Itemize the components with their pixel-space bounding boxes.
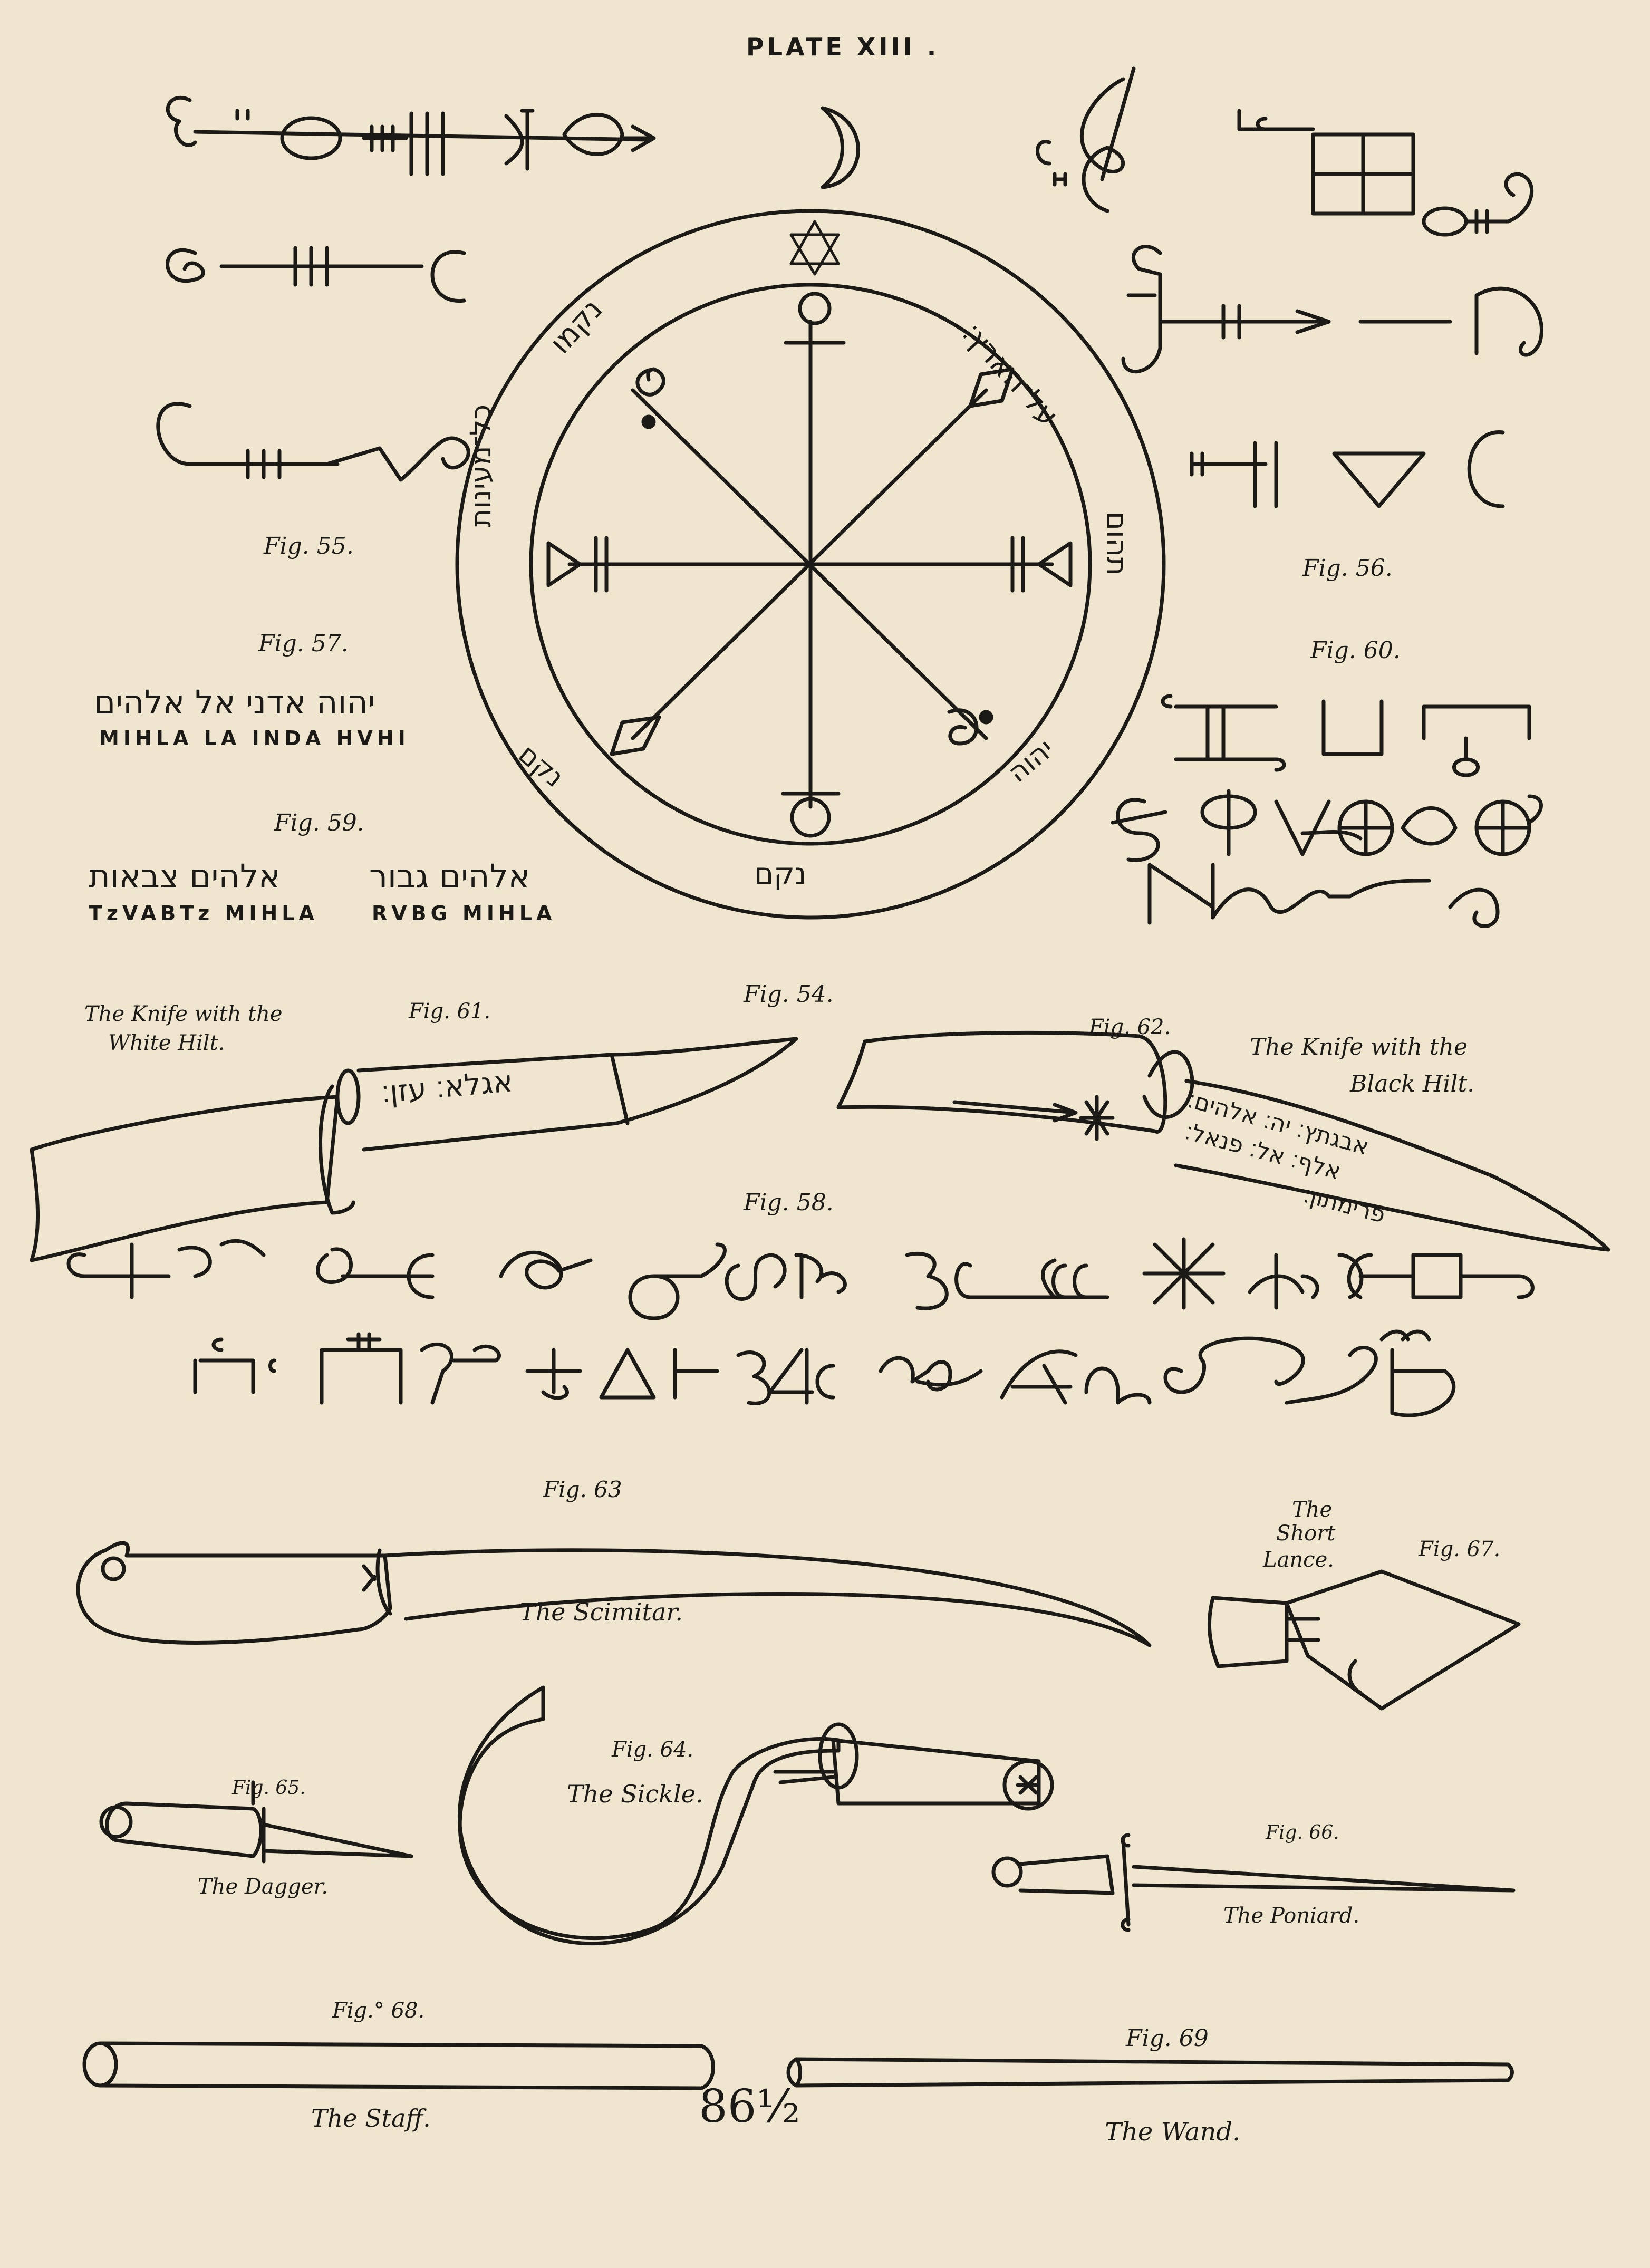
short-lance-caption-line1: The	[1292, 1498, 1333, 1522]
fig61-label: Fig. 61.	[409, 999, 491, 1024]
short-lance-caption-line2: Short	[1276, 1521, 1336, 1546]
fig58-characters	[69, 1239, 1532, 1415]
knife-black-caption-line1: The Knife with the	[1250, 1034, 1468, 1060]
fig59-label: Fig. 59.	[274, 809, 364, 836]
fig58-label: Fig. 58.	[744, 1189, 834, 1216]
sickle-caption: The Sickle.	[567, 1780, 703, 1808]
poniard-fig66	[993, 1835, 1513, 1930]
staff-caption: The Staff.	[311, 2104, 431, 2132]
knife-white-caption-line2: White Hilt.	[108, 1031, 225, 1055]
knife-black-caption-line2: Black Hilt.	[1350, 1070, 1475, 1097]
fig54-label: Fig. 54.	[744, 981, 834, 1008]
fig55-label: Fig. 55.	[264, 533, 354, 559]
fig66-label: Fig. 66.	[1266, 1822, 1339, 1844]
sickle-fig64	[459, 1687, 1052, 1944]
fig55-characters	[158, 98, 654, 480]
staff-fig68	[84, 2043, 713, 2088]
fig60-characters	[1113, 696, 1541, 926]
moon-symbol	[823, 108, 858, 187]
fig57-label: Fig. 57.	[258, 630, 349, 657]
fig68-label: Fig.° 68.	[332, 1999, 425, 2023]
knife-black-hilt	[838, 1032, 1608, 1250]
fig59-hebrew-right: אלהים גבור	[369, 857, 530, 895]
fig65-label: Fig. 65.	[232, 1777, 306, 1799]
pentacle-left-text: כל־מעינות	[464, 404, 497, 527]
page-number: 86½	[699, 2080, 800, 2133]
fig59-caption-right: RVBG MIHLA	[372, 902, 556, 925]
fig59-caption-left: TzVABTz MIHLA	[89, 902, 319, 925]
poniard-caption: The Poniard.	[1223, 1904, 1360, 1928]
scimitar-fig63	[78, 1543, 1150, 1645]
wand-fig69	[788, 2059, 1512, 2086]
pentacle-fig54	[457, 211, 1164, 918]
fig69-label: Fig. 69	[1126, 2025, 1209, 2052]
knife-white-hilt	[32, 1039, 796, 1260]
knife-white-caption-line1: The Knife with the	[84, 1002, 283, 1026]
fig64-label: Fig. 64.	[612, 1738, 694, 1762]
dagger-fig65	[101, 1782, 411, 1861]
fig57-hebrew: יהוה אדני אל אלהים	[94, 683, 375, 721]
pentacle-bottom-text: נקם	[754, 857, 807, 891]
fig57-caption: MIHLA LA INDA HVHI	[99, 727, 410, 750]
fig56-label: Fig. 56.	[1302, 555, 1393, 582]
pentacle-right-text: תהום	[1101, 511, 1134, 576]
fig59-hebrew-left: אלהים צבאות	[89, 857, 281, 895]
fig56-characters	[1038, 69, 1542, 506]
fig60-label: Fig. 60.	[1310, 637, 1401, 664]
short-lance-caption-line3: Lance.	[1263, 1548, 1334, 1572]
dagger-caption: The Dagger.	[198, 1875, 329, 1899]
wand-caption: The Wand.	[1105, 2117, 1241, 2147]
scimitar-caption: The Scimitar.	[519, 1598, 683, 1626]
fig63-label: Fig. 63	[543, 1476, 622, 1502]
plate-title: PLATE XIII .	[746, 33, 940, 61]
fig62-label: Fig. 62.	[1089, 1015, 1171, 1039]
fig67-label: Fig. 67.	[1419, 1537, 1501, 1561]
short-lance-fig67	[1209, 1571, 1519, 1709]
